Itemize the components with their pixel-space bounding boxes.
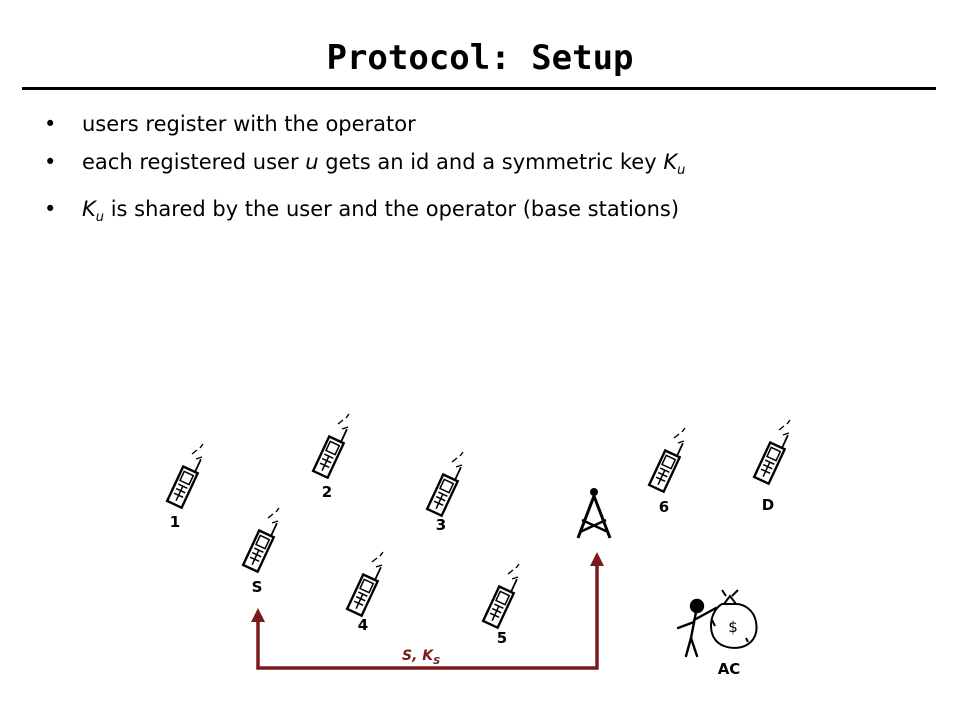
mobile-phone-icon bbox=[241, 506, 281, 573]
bullet-text-fragment: u bbox=[305, 150, 319, 174]
node-label: S bbox=[252, 578, 263, 596]
ac-label: AC bbox=[718, 660, 741, 678]
bullet-text-fragment: gets an id and a symmetric key bbox=[318, 150, 664, 174]
mobile-phone-icon bbox=[752, 418, 792, 485]
node-label: 5 bbox=[497, 629, 507, 647]
bullet-text-fragment: each registered user bbox=[82, 150, 306, 174]
mobile-phone-icon bbox=[165, 442, 205, 509]
bullet-text-fragment: is shared by the user and the operator (… bbox=[104, 197, 680, 222]
arrow-label: S, KS bbox=[402, 648, 440, 667]
bullet-text-fragment: u bbox=[95, 210, 105, 226]
stick-figure-icon bbox=[676, 598, 718, 658]
mobile-phone-icon bbox=[647, 426, 687, 493]
node-label: D bbox=[762, 496, 774, 514]
bullet-list: • users register with the operator • each r… bbox=[44, 105, 685, 237]
mobile-phone-icon bbox=[345, 550, 385, 617]
bullet-text-fragment: users register with the operator bbox=[82, 112, 416, 136]
bullet-dot: • bbox=[44, 112, 57, 136]
title-underline bbox=[22, 87, 936, 90]
key-distribution-arrow: S, KS bbox=[251, 552, 604, 670]
bullet-text-fragment: K bbox=[82, 197, 96, 222]
node-label: 6 bbox=[659, 498, 669, 516]
node-label: 3 bbox=[436, 516, 446, 534]
mobile-phone-icon bbox=[481, 562, 521, 629]
mobile-phone-icon bbox=[311, 412, 351, 479]
node-label: 4 bbox=[358, 616, 368, 634]
bullet-dot: • bbox=[44, 197, 57, 222]
bullet-dot: • bbox=[44, 150, 57, 174]
base-station-tower bbox=[576, 488, 612, 539]
bullet-item: • Ku is shared by the user and the operat… bbox=[44, 190, 685, 237]
node-label: 2 bbox=[322, 483, 332, 501]
dollar-sign: $ bbox=[728, 618, 738, 636]
money-bag-icon bbox=[710, 589, 758, 649]
bullet-item: • each registered user u gets an id and a… bbox=[44, 143, 685, 190]
slide-title: Protocol: Setup bbox=[326, 38, 634, 78]
bullet-text-fragment: u bbox=[677, 163, 686, 179]
mobile-phone-icon bbox=[425, 450, 465, 517]
bullet-item: • users register with the operator bbox=[44, 105, 685, 143]
accounting-center: $ AC bbox=[676, 589, 758, 678]
node-label: 1 bbox=[170, 513, 180, 531]
bullet-text-fragment: K bbox=[663, 150, 678, 174]
